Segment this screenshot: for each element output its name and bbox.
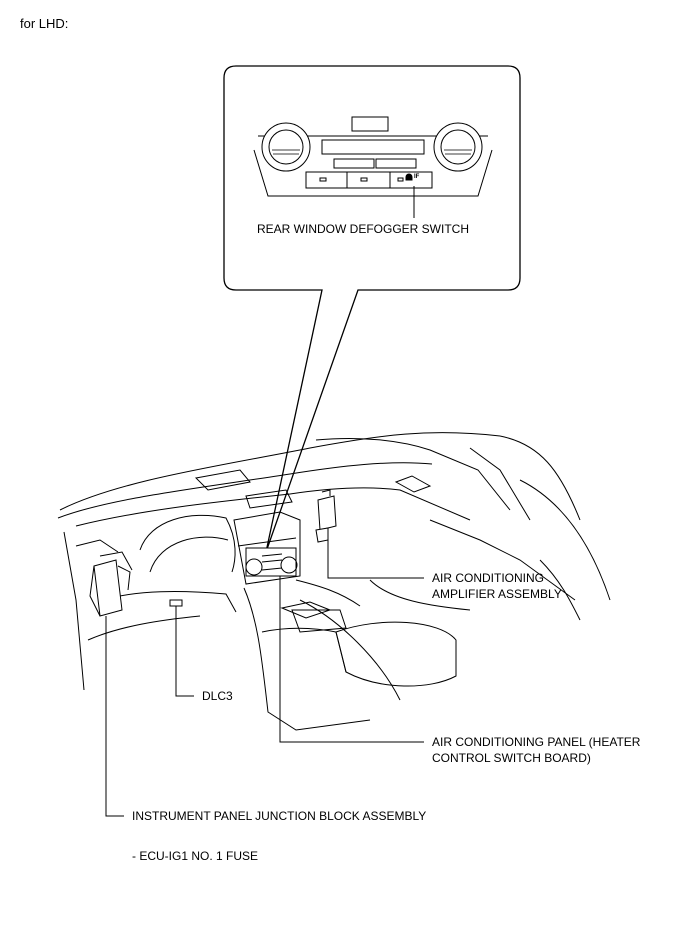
junction-block xyxy=(89,551,133,617)
ac-panel-label-2: CONTROL SWITCH BOARD) xyxy=(432,751,591,765)
fuse-note: - ECU-IG1 NO. 1 FUSE xyxy=(132,849,259,863)
dlc3-leader xyxy=(175,606,194,697)
junction-block-label: INSTRUMENT PANEL JUNCTION BLOCK ASSEMBLY xyxy=(132,809,427,823)
ac-amplifier-label-1: AIR CONDITIONING xyxy=(432,571,545,585)
dlc3-connector xyxy=(169,599,183,607)
zoom-callout-box xyxy=(223,65,521,553)
ac-amplifier-label-2: AMPLIFIER ASSEMBLY xyxy=(432,587,562,601)
ac-panel-label-1: AIR CONDITIONING PANEL (HEATER xyxy=(432,735,641,749)
climate-control-panel-zoom xyxy=(253,116,493,218)
armrest xyxy=(335,621,457,687)
defogger-icon xyxy=(405,173,413,181)
header-text: for LHD: xyxy=(20,16,69,31)
defogger-switch-label: REAR WINDOW DEFOGGER SWITCH xyxy=(257,222,469,236)
ac-panel-leader xyxy=(279,576,424,743)
junction-block-leader xyxy=(105,616,124,817)
dashboard-interior xyxy=(57,432,611,731)
dlc3-label: DLC3 xyxy=(202,689,233,703)
ac-amplifier-leader xyxy=(327,540,424,579)
ac-amplifier xyxy=(315,489,337,543)
ac-panel-small xyxy=(245,547,298,577)
defogger-icon-label: IF xyxy=(414,174,420,180)
